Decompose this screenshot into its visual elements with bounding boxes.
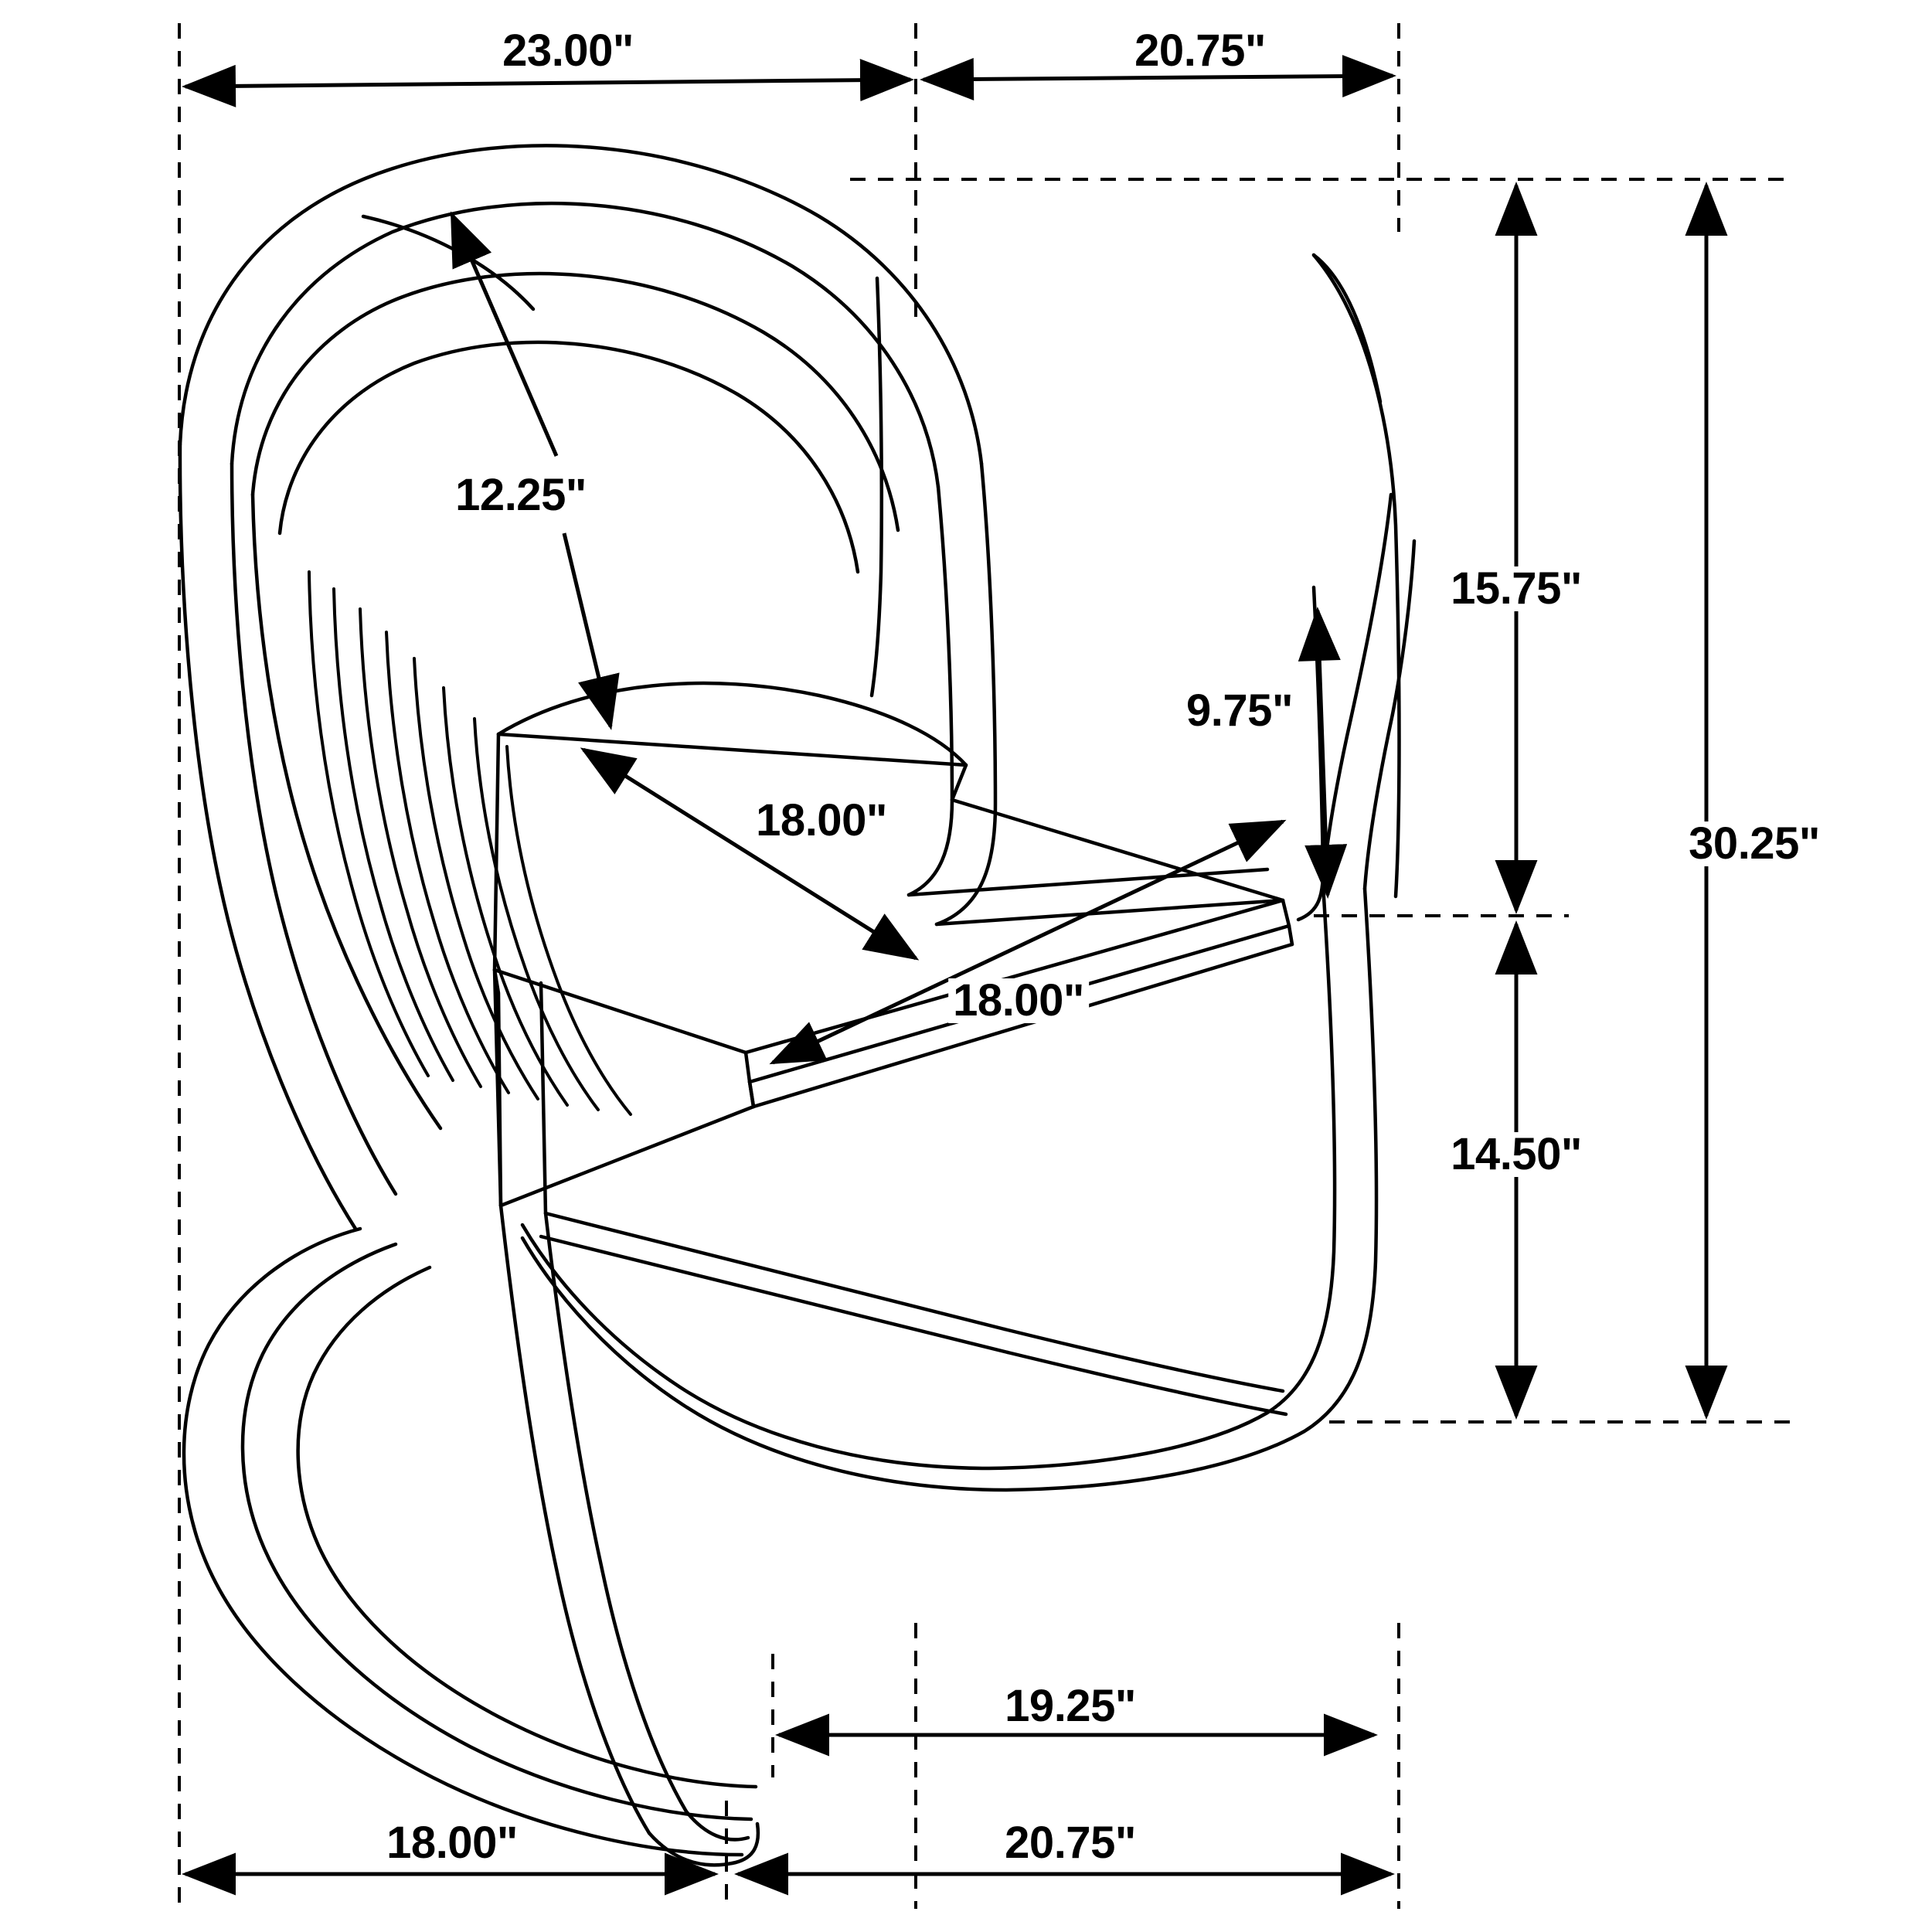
chair-outline bbox=[178, 144, 1417, 1867]
dim-label-seat-depth-left: 18.00" bbox=[751, 798, 892, 843]
dim-label-seat-width-front: 18.00" bbox=[948, 978, 1089, 1023]
dim-label-arm-to-seat-height: 9.75" bbox=[1182, 689, 1298, 733]
dim-label-overall-height: 30.25" bbox=[1684, 821, 1825, 866]
dim-label-bottom-right-width: 20.75" bbox=[1000, 1821, 1141, 1866]
arrow-back-height bbox=[450, 211, 559, 457]
dim-label-leg-span-right: 19.25" bbox=[1000, 1684, 1141, 1729]
arrow-top-right-width bbox=[920, 55, 1396, 100]
dim-label-back-height-diag: 12.25" bbox=[451, 473, 591, 518]
arrow-seat-depth bbox=[580, 747, 920, 961]
dim-label-top-right-width: 20.75" bbox=[1130, 29, 1270, 73]
dim-label-bottom-left-width: 18.00" bbox=[382, 1821, 522, 1866]
dim-label-seat-height: 14.50" bbox=[1446, 1132, 1587, 1177]
arrow-arm-height bbox=[1298, 607, 1348, 899]
dim-label-back-above-seat: 15.75" bbox=[1446, 566, 1587, 611]
arrow-seat-width bbox=[769, 819, 1287, 1065]
extension-lines bbox=[178, 23, 1793, 1909]
dim-label-top-left-width: 23.00" bbox=[498, 29, 638, 73]
dimension-arrows bbox=[182, 55, 1728, 1896]
tufting-channels bbox=[308, 570, 632, 1116]
arrow-top-left-width bbox=[182, 59, 914, 107]
